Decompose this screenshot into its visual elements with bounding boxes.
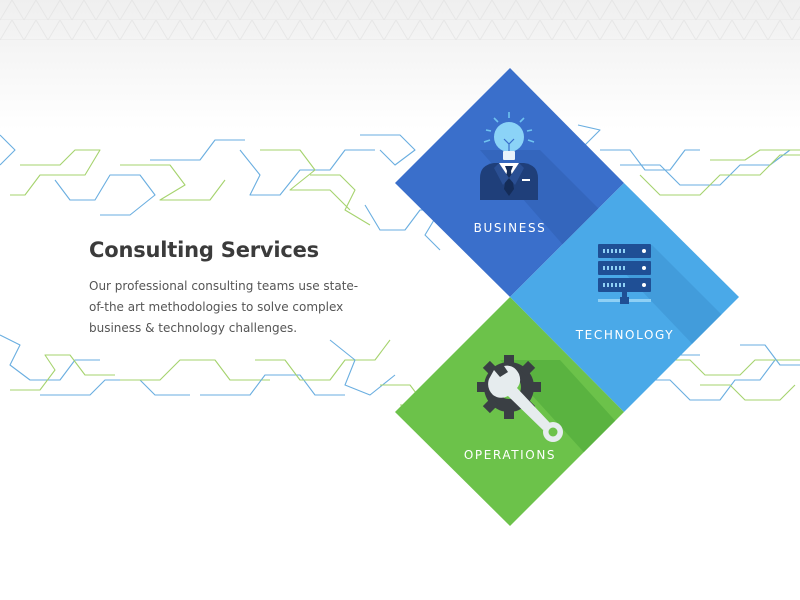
tile-business-label: BUSINESS — [474, 221, 547, 235]
section-title: Consulting Services — [89, 238, 319, 262]
tile-operations[interactable]: OPERATIONS — [395, 297, 660, 526]
top-pattern — [0, 0, 800, 40]
tile-operations-label: OPERATIONS — [464, 448, 556, 462]
server-rack-icon — [598, 244, 651, 304]
businessman-lightbulb-icon — [480, 112, 538, 200]
intro-section: Consulting Services Our professional con… — [89, 238, 389, 339]
top-band — [0, 0, 800, 130]
gear-wrench-icon — [477, 355, 563, 442]
tile-technology-label: TECHNOLOGY — [575, 328, 674, 342]
section-description: Our professional consulting teams use st… — [89, 279, 359, 335]
